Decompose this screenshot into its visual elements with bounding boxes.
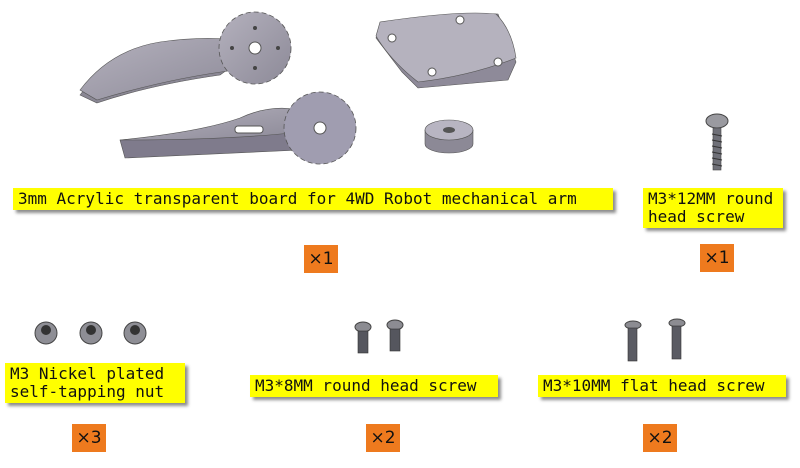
- acrylic-board-label: 3mm Acrylic transparent board for 4WD Ro…: [13, 188, 613, 210]
- acrylic-board-qty: ×1: [304, 245, 338, 273]
- m3-8mm-screw-qty: ×2: [366, 424, 400, 452]
- acrylic-spacer-disk: [424, 119, 474, 154]
- m3-nut-qty: ×3: [72, 424, 106, 452]
- m3-10mm-screws-image: [624, 318, 686, 362]
- m3-12mm-screw-qty: ×1: [700, 244, 734, 272]
- m3-8mm-screws-image: [354, 319, 404, 354]
- acrylic-arm-upper: [79, 11, 292, 104]
- m3-12mm-screw-label: M3*12MM round head screw: [643, 188, 783, 228]
- m3-nut-label: M3 Nickel plated self-tapping nut: [5, 363, 185, 403]
- m3-8mm-screw-label: M3*8MM round head screw: [250, 375, 498, 397]
- m3-nuts-image: [34, 321, 147, 345]
- acrylic-plate: [375, 12, 517, 89]
- m3-12mm-screw-image: [705, 113, 729, 171]
- m3-10mm-screw-qty: ×2: [643, 424, 677, 452]
- m3-10mm-screw-label: M3*10MM flat head screw: [538, 375, 786, 397]
- acrylic-arm-lower: [119, 91, 357, 165]
